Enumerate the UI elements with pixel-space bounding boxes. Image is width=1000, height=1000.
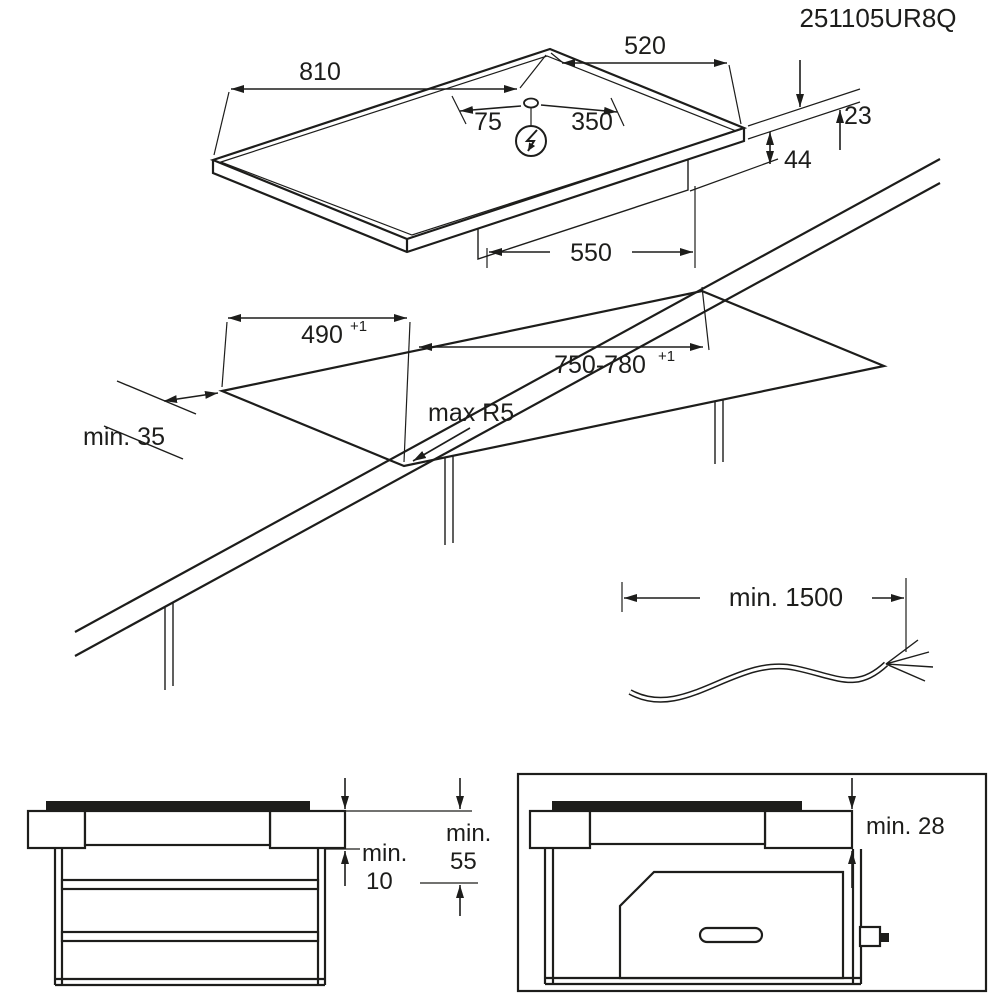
hob-glass-bar-oven bbox=[552, 801, 802, 811]
worktop-front-edge-bottom bbox=[74, 182, 941, 657]
mounting-knob bbox=[880, 933, 889, 942]
cutout-width-tolerance-label: +1 bbox=[658, 348, 675, 365]
worktop-right-wing-oven bbox=[763, 809, 854, 850]
worktop-left-edge-mark-2 bbox=[103, 425, 184, 460]
corner-radius-label: max R5 bbox=[428, 399, 514, 427]
inlet-left-arrow bbox=[459, 105, 522, 114]
inlet-left-label: 75 bbox=[474, 108, 502, 136]
hob-body-box bbox=[83, 809, 272, 847]
cutout-width-label: 750-780 bbox=[554, 351, 646, 379]
cable-inlet-point bbox=[523, 97, 539, 109]
support-lines-middle bbox=[444, 456, 454, 545]
mounting-bracket bbox=[858, 925, 882, 948]
drawer-rail-bottom bbox=[60, 930, 320, 943]
view-frame bbox=[516, 772, 988, 993]
cable-wire-ends bbox=[885, 639, 934, 682]
drawer-rail-top bbox=[60, 878, 320, 891]
hob-width-label: 810 bbox=[299, 58, 341, 86]
support-lines-right bbox=[714, 400, 724, 464]
cabinet-frame bbox=[53, 849, 327, 987]
front-clearance-label: min. 35 bbox=[83, 423, 165, 451]
recess-depth-label: 44 bbox=[784, 146, 812, 174]
worktop-left-wing bbox=[26, 809, 87, 850]
worktop-right-wing bbox=[268, 809, 347, 850]
hob-body-box-oven bbox=[588, 809, 767, 846]
power-cable-view: min. 1500 bbox=[621, 578, 934, 703]
front-clearance-arrow bbox=[163, 390, 219, 404]
corner-radius-arrow bbox=[412, 427, 471, 462]
clearance-1-word-label: min. bbox=[362, 840, 407, 867]
hob-depth-label: 520 bbox=[624, 32, 666, 60]
cable-length-label: min. 1500 bbox=[729, 582, 843, 612]
oven-body bbox=[618, 870, 845, 980]
model-code-label: 251105UR8Q bbox=[799, 3, 956, 33]
glass-thickness-label: 23 bbox=[844, 102, 872, 130]
oven-clearance-view: min. 28 bbox=[516, 772, 988, 993]
inlet-right-label: 350 bbox=[571, 108, 613, 136]
hob-recess-box bbox=[477, 160, 689, 260]
worktop-cutout-view: 490 +1 750-780 +1 max R5 min. 35 bbox=[74, 158, 941, 690]
lightning-arrow-in-circle-icon bbox=[515, 125, 547, 157]
worktop-left-edge-mark-1 bbox=[116, 380, 197, 415]
cutout-outline bbox=[218, 289, 888, 468]
clearance-2-value-label: 55 bbox=[450, 848, 477, 875]
hob-glass-thickness bbox=[211, 128, 746, 254]
worktop-left-wing-oven bbox=[528, 809, 592, 850]
clearance-1-value-label: 10 bbox=[366, 868, 393, 895]
inlet-right-arrow bbox=[540, 104, 618, 115]
oven-handle bbox=[698, 926, 764, 944]
recess-width-label: 550 bbox=[570, 239, 612, 267]
support-lines-left bbox=[164, 603, 174, 690]
worktop-front-edge-top bbox=[74, 158, 941, 633]
cutout-depth-label: 490 bbox=[301, 321, 343, 349]
cutout-depth-tolerance-label: +1 bbox=[350, 318, 367, 335]
hob-glass-bar bbox=[46, 801, 310, 811]
oven-clearance-label: min. 28 bbox=[866, 813, 945, 840]
drawer-clearance-view: min. 10 min. 55 bbox=[26, 778, 491, 987]
clearance-2-word-label: min. bbox=[446, 820, 491, 847]
cabinet-frame-oven bbox=[543, 849, 863, 986]
hob-isometric-view: 810 520 75 350 23 44 bbox=[209, 32, 872, 268]
